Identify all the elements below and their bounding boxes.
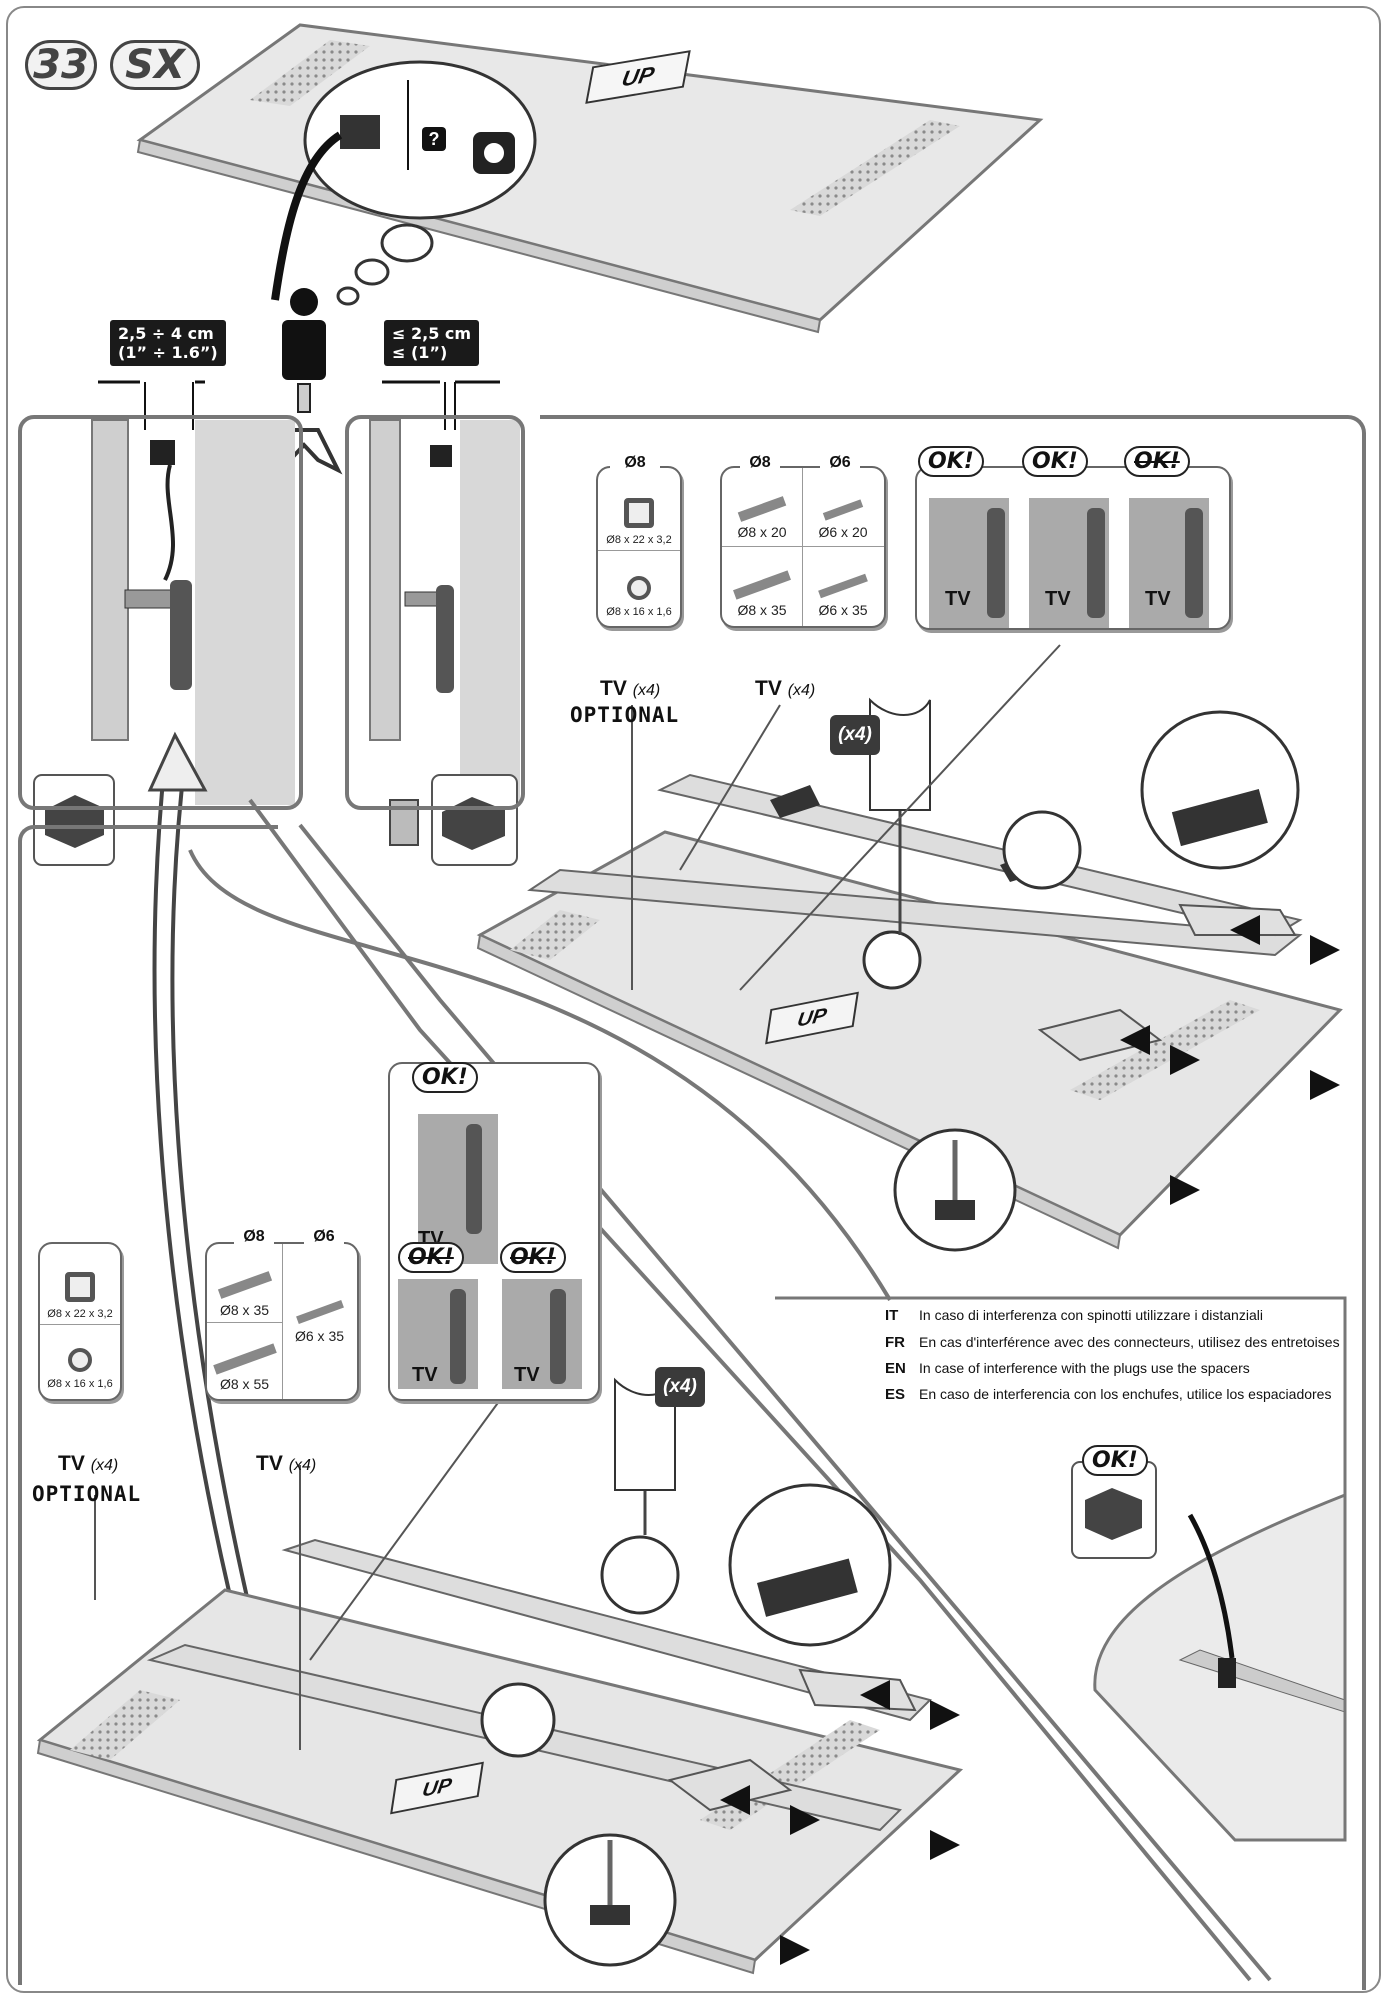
not-ok-badge: OK! [500, 1242, 566, 1273]
screw-icon [295, 1300, 344, 1324]
screw-icon [818, 573, 868, 599]
ok-badge: OK! [918, 446, 984, 477]
dimension-label-small: ≤ 2,5 cm ≤ (1”) [384, 320, 480, 366]
plug-thought-bubble [271, 60, 537, 306]
spacer-card-lower: Ø8 x 22 x 3,2 Ø8 x 16 x 1,6 [38, 1242, 122, 1401]
tv-back-upper-assembly [476, 697, 1343, 1252]
closeup-panel-small-gap [345, 415, 525, 810]
screw-head-d8: Ø8 [740, 454, 780, 472]
closeup-right [369, 419, 520, 805]
tv-tag: TV [1145, 588, 1171, 610]
screw-icon [212, 1343, 277, 1375]
washer-icon [68, 1348, 92, 1372]
hex-nut-icon [65, 1272, 95, 1302]
closeup-panel-large-gap [18, 415, 303, 810]
screw-card-upper: Ø8 x 20 Ø6 x 20 Ø8 x 35 Ø6 x 35 [720, 466, 886, 628]
hex-nut-icon [624, 498, 654, 528]
section-dividers [188, 798, 1272, 1982]
screw-icon [737, 496, 787, 522]
not-ok-badge: OK! [398, 1242, 464, 1273]
detail-plug-spacer [1071, 1461, 1347, 1842]
screw-spec: Ø6 x 35 [294, 1328, 345, 1344]
screw-icon [217, 1271, 272, 1299]
quantity-badge: (x4) [830, 715, 880, 755]
step-number-badge: 33 [25, 40, 97, 90]
ok-badge-detail: OK! [1082, 1445, 1148, 1476]
not-ok-badge: OK! [1124, 446, 1190, 477]
screw-head-d6: Ø6 [820, 454, 860, 472]
optional-label: OPTIONAL [570, 703, 680, 727]
screw-head-d6: Ø6 [304, 1228, 344, 1246]
screw-spec: Ø8 x 20 [737, 524, 787, 540]
side-code-badge: SX [110, 40, 200, 90]
screw-spec: Ø8 x 35 [219, 1302, 270, 1318]
screw-card-lower: Ø8 x 35 Ø6 x 35 Ø8 x 55 [205, 1242, 359, 1401]
spacer-spec: Ø8 x 22 x 3,2 [606, 534, 672, 546]
washer-icon [627, 576, 651, 600]
tv-optional-label: TV (x4) [58, 1452, 119, 1475]
screw-spec: Ø8 x 55 [219, 1376, 270, 1392]
leader-lines [94, 644, 1061, 1750]
ok-badge: OK! [1022, 446, 1088, 477]
spacer-spec: Ø8 x 22 x 3,2 [47, 1308, 113, 1320]
tv-back-lower-assembly [36, 1377, 964, 1975]
ok-badge: OK! [412, 1062, 478, 1093]
dimension-label-large: 2,5 ÷ 4 cm (1” ÷ 1.6”) [110, 320, 226, 366]
tv-tag: TV [1045, 588, 1071, 610]
question-icon: ? [428, 129, 440, 149]
tv-tag: TV [514, 1364, 540, 1386]
screw-icon [822, 499, 864, 521]
tv-tag: TV [945, 588, 971, 610]
closeup-left [91, 419, 295, 805]
screw-head-d8: Ø8 [234, 1228, 274, 1246]
washer-spec: Ø8 x 16 x 1,6 [606, 606, 672, 618]
assembly-frame [540, 415, 1366, 1990]
notes-frame [775, 1296, 1347, 1840]
quantity-badge: (x4) [655, 1367, 705, 1407]
check-card-upper: TV TV TV [915, 466, 1231, 630]
tv-screws-label: TV (x4) [256, 1452, 317, 1475]
screw-spec: Ø8 x 35 [737, 602, 787, 618]
tv-tag: TV [412, 1364, 438, 1386]
screw-spec: Ø6 x 20 [818, 524, 868, 540]
spacer-card-upper: Ø8 x 22 x 3,2 Ø8 x 16 x 1,6 [596, 466, 682, 628]
dimension-arrows [98, 380, 500, 430]
screw-icon [733, 570, 791, 600]
check-card-lower: TV TV TV [388, 1062, 600, 1401]
tv-optional-label: TV (x4) [600, 677, 661, 700]
washer-spec: Ø8 x 16 x 1,6 [47, 1378, 113, 1390]
tv-screws-label: TV (x4) [755, 677, 816, 700]
screw-spec: Ø6 x 35 [818, 602, 868, 618]
lower-assembly-frame [18, 825, 278, 1985]
optional-label: OPTIONAL [32, 1482, 142, 1506]
spacer-card-head: Ø8 [610, 454, 660, 472]
